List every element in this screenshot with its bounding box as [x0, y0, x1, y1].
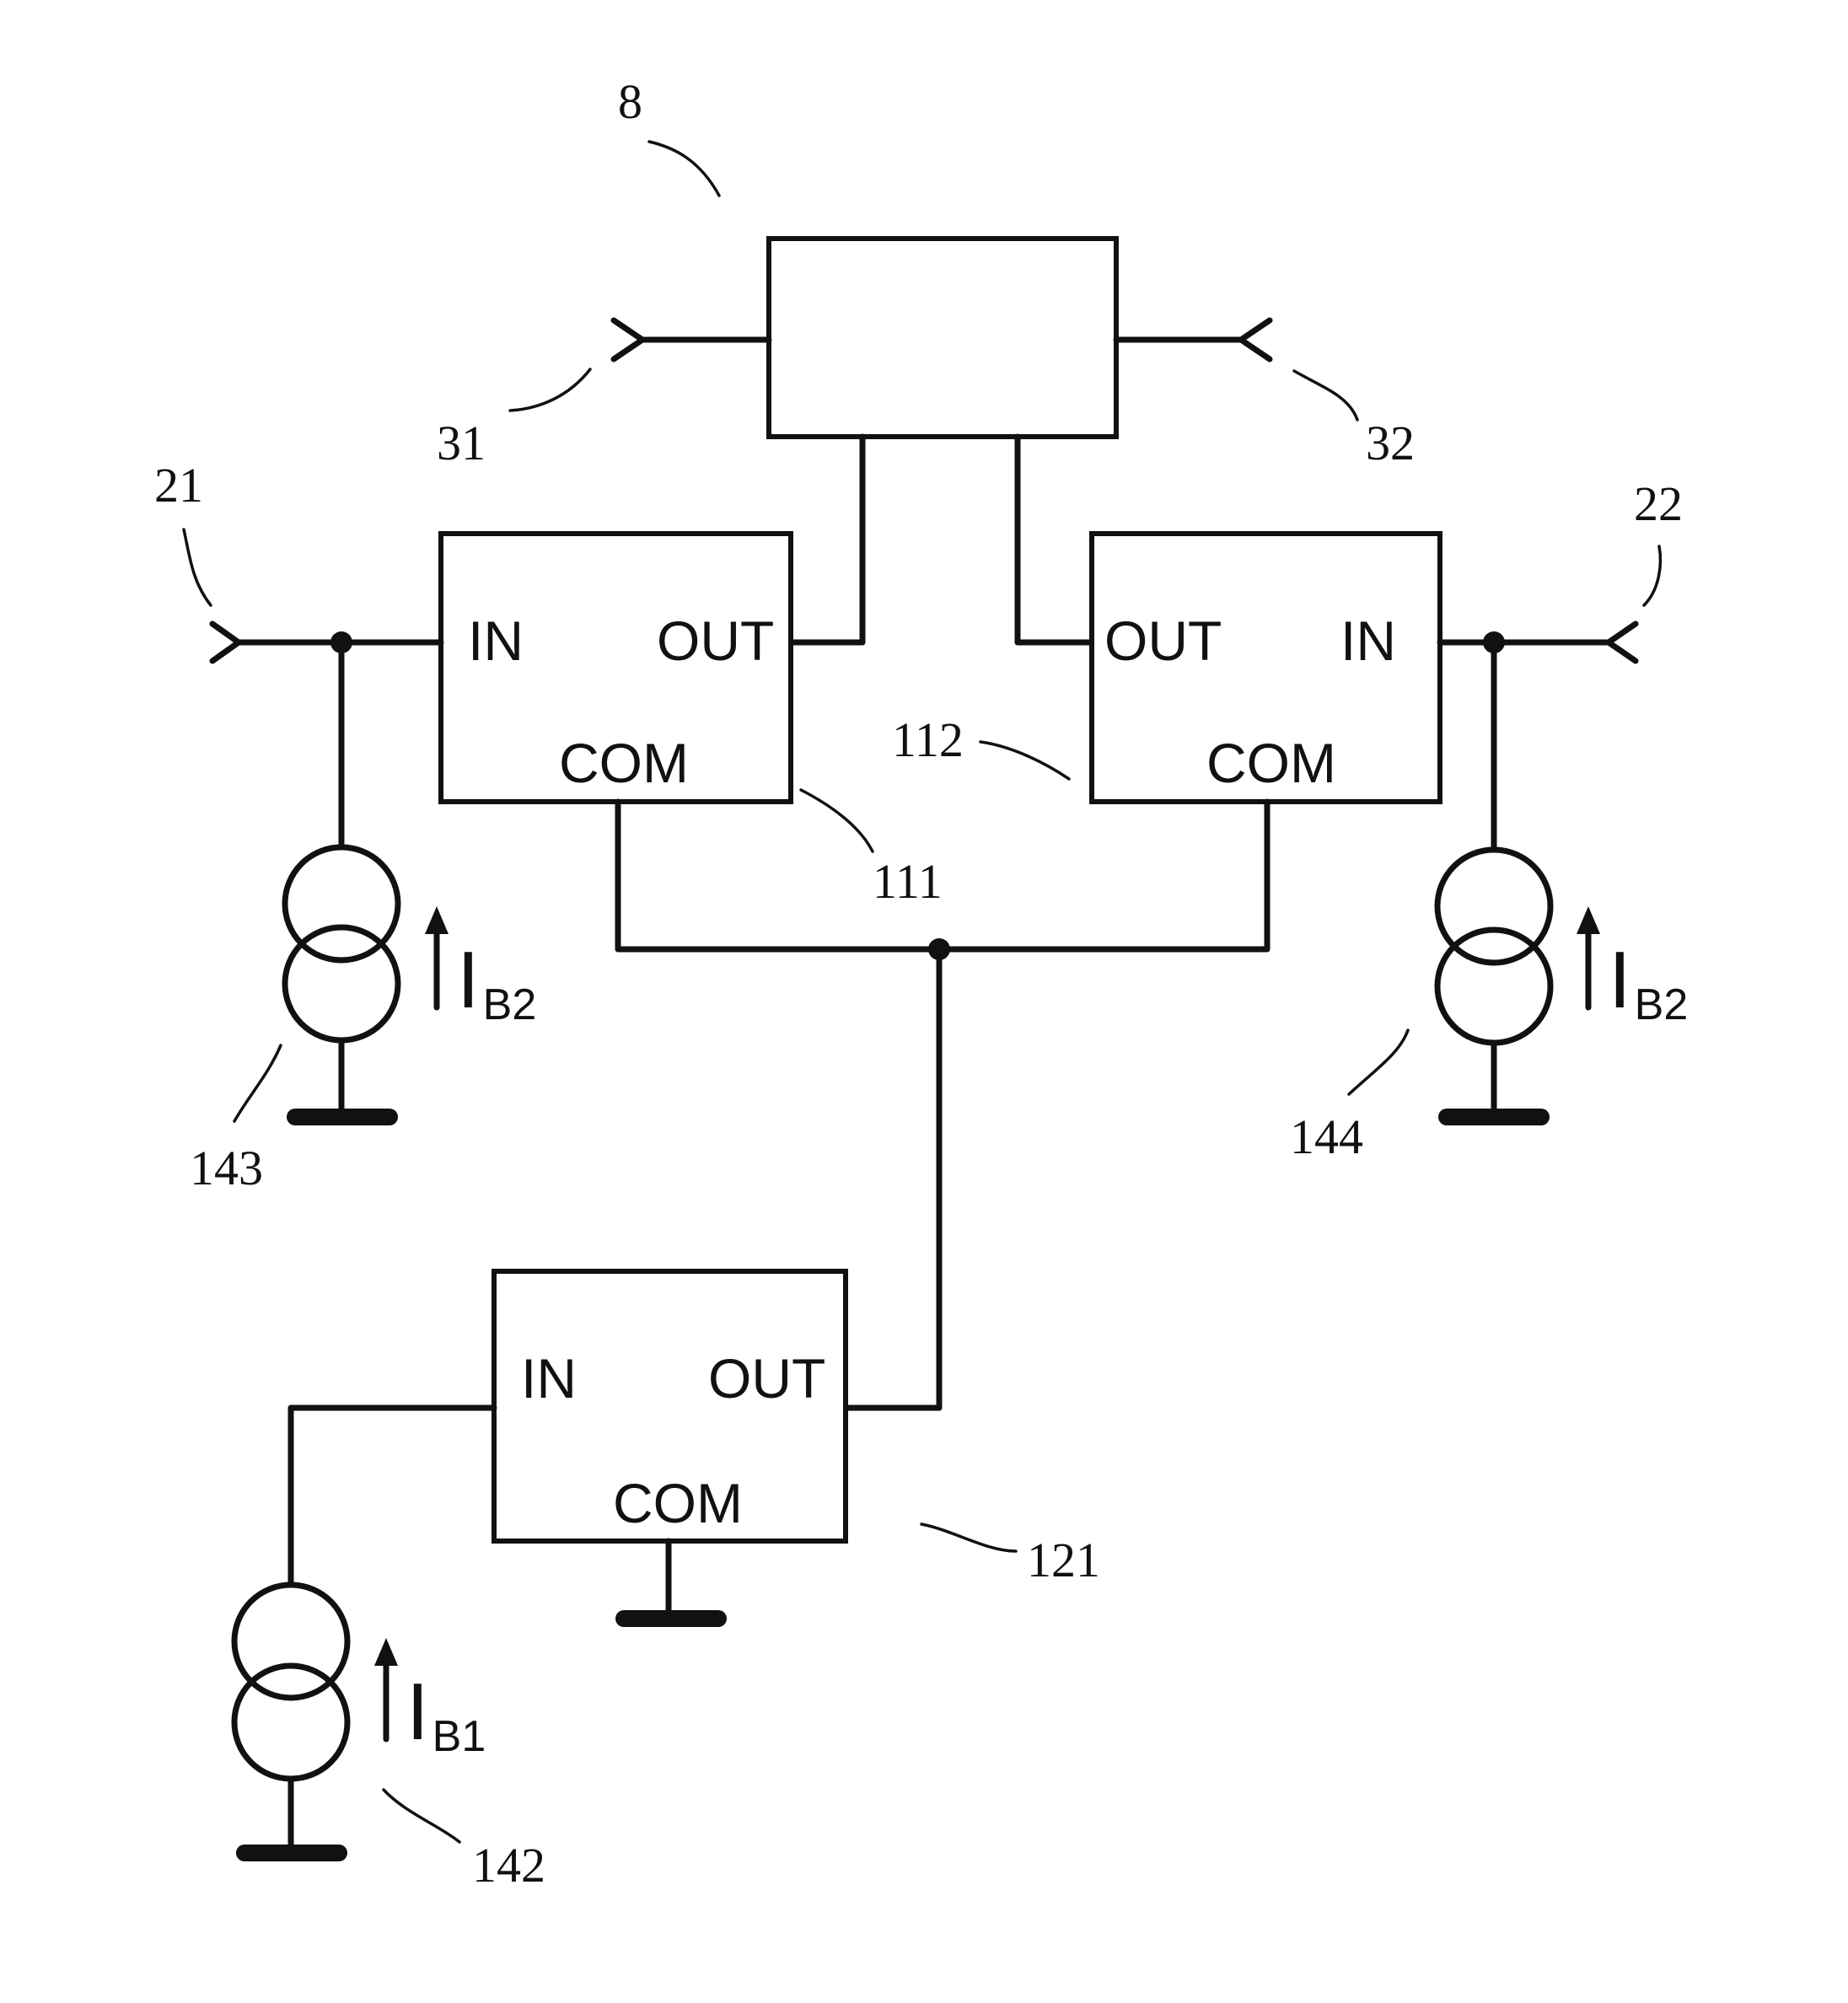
- current-label-left: IB2: [457, 935, 536, 1029]
- ref-label-142: 142: [472, 1838, 545, 1893]
- source-143-lower-circle: [285, 927, 398, 1040]
- leader-21: [184, 529, 211, 605]
- leader-31: [510, 369, 590, 411]
- current-source-144: [1437, 850, 1550, 1043]
- leader-111: [801, 790, 873, 851]
- ref-label-112: 112: [892, 712, 964, 767]
- leader-112: [980, 742, 1069, 779]
- ref-label-144: 144: [1290, 1109, 1363, 1164]
- leader-8: [649, 142, 719, 196]
- leader-144: [1349, 1030, 1408, 1094]
- block-112-out-port: OUT: [1104, 609, 1222, 672]
- terminal-22-chevron: [1609, 624, 1636, 661]
- block-111-in-port: IN: [468, 609, 524, 672]
- ref-label-8: 8: [618, 74, 642, 129]
- ref-label-21: 21: [154, 458, 203, 513]
- source-144-lower-circle: [1437, 930, 1550, 1043]
- ref-label-121: 121: [1027, 1533, 1100, 1587]
- arrow-up-icon: [1577, 906, 1600, 1007]
- block-112-com-port: COM: [1206, 732, 1336, 794]
- ref-label-22: 22: [1634, 476, 1683, 531]
- current-label-bottom: IB1: [406, 1667, 486, 1761]
- wire-com-bus: [618, 802, 1267, 949]
- ref-label-111: 111: [873, 854, 943, 909]
- leader-142: [384, 1790, 459, 1842]
- arrow-up-icon: [374, 1638, 398, 1739]
- current-label-right: IB2: [1609, 935, 1688, 1029]
- leader-143: [234, 1045, 281, 1121]
- leader-121: [921, 1524, 1016, 1551]
- block-121-com-port: COM: [613, 1472, 743, 1534]
- block-121-in-port: IN: [521, 1347, 577, 1410]
- wire-com-to-121: [846, 949, 939, 1408]
- block-8: [769, 239, 1116, 437]
- arrow-up-icon: [425, 906, 449, 1007]
- terminal-21-chevron: [212, 624, 239, 661]
- wire-8-to-112: [1018, 437, 1092, 642]
- ref-label-143: 143: [190, 1141, 263, 1195]
- ref-label-32: 32: [1366, 416, 1415, 470]
- terminal-32-chevron: [1241, 320, 1270, 359]
- wire-8-to-111: [791, 437, 862, 642]
- block-111-out-port: OUT: [657, 609, 774, 672]
- wire-121-input: [291, 1408, 494, 1585]
- terminal-31-chevron: [614, 320, 642, 359]
- source-142-lower-circle: [234, 1666, 347, 1779]
- ref-label-31: 31: [437, 416, 486, 470]
- block-111-com-port: COM: [559, 732, 689, 794]
- leader-22: [1644, 546, 1660, 605]
- block-112-in-port: IN: [1340, 609, 1396, 672]
- block-121-out-port: OUT: [708, 1347, 825, 1410]
- leader-32: [1294, 371, 1357, 420]
- current-source-143: [285, 847, 398, 1040]
- current-source-142: [234, 1585, 347, 1779]
